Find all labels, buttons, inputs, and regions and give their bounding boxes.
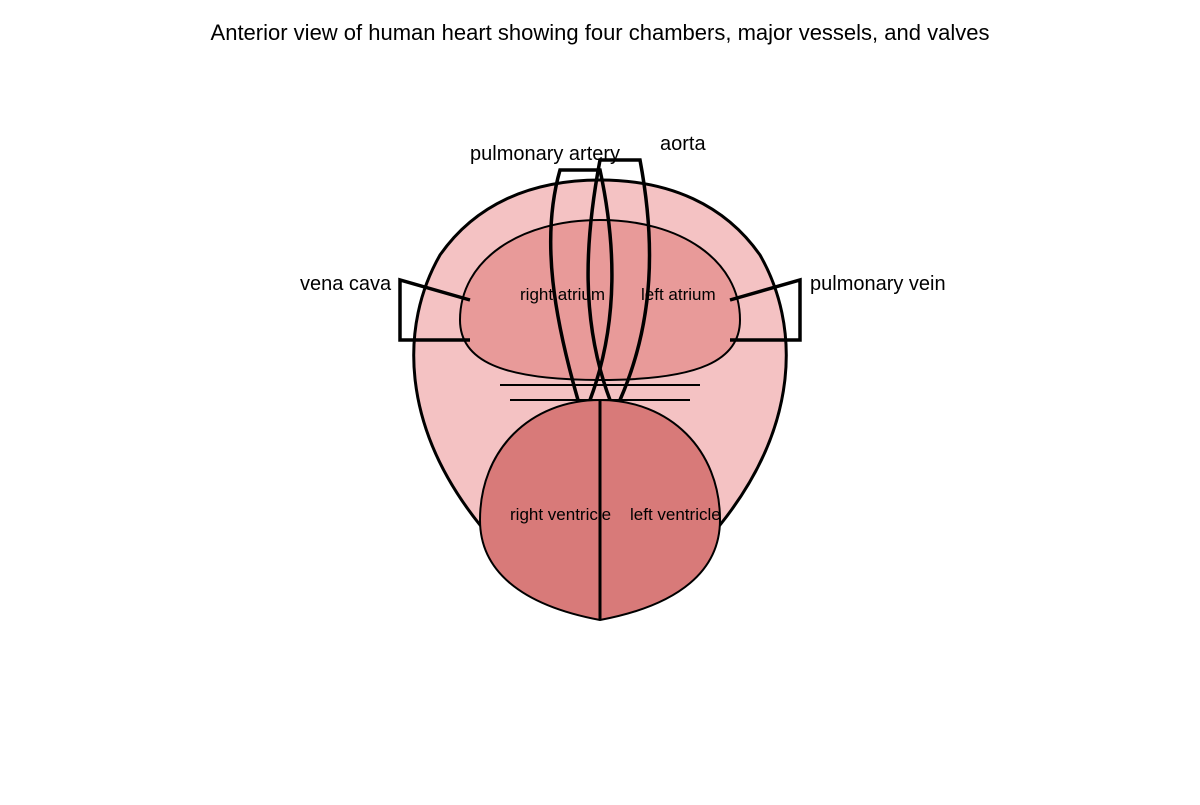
vena-cava-vessel	[398, 277, 471, 342]
label-left-ventricle: left ventricle	[630, 505, 721, 524]
pulmonary-vein-vessel	[729, 277, 802, 342]
label-aorta: aorta	[660, 133, 706, 155]
label-pulmonary-artery: pulmonary artery	[470, 143, 620, 165]
label-vena-cava: vena cava	[300, 273, 392, 295]
pulmonary-artery-vessel	[548, 168, 614, 401]
label-left-atrium: left atrium	[641, 285, 716, 304]
label-right-ventricle: right ventricle	[510, 505, 611, 524]
atria-region	[458, 218, 742, 382]
label-pulmonary-vein: pulmonary vein	[810, 273, 946, 295]
diagram-title: Anterior view of human heart showing fou…	[211, 20, 990, 45]
aorta-vessel	[586, 158, 652, 401]
label-right-atrium: right atrium	[520, 285, 605, 304]
